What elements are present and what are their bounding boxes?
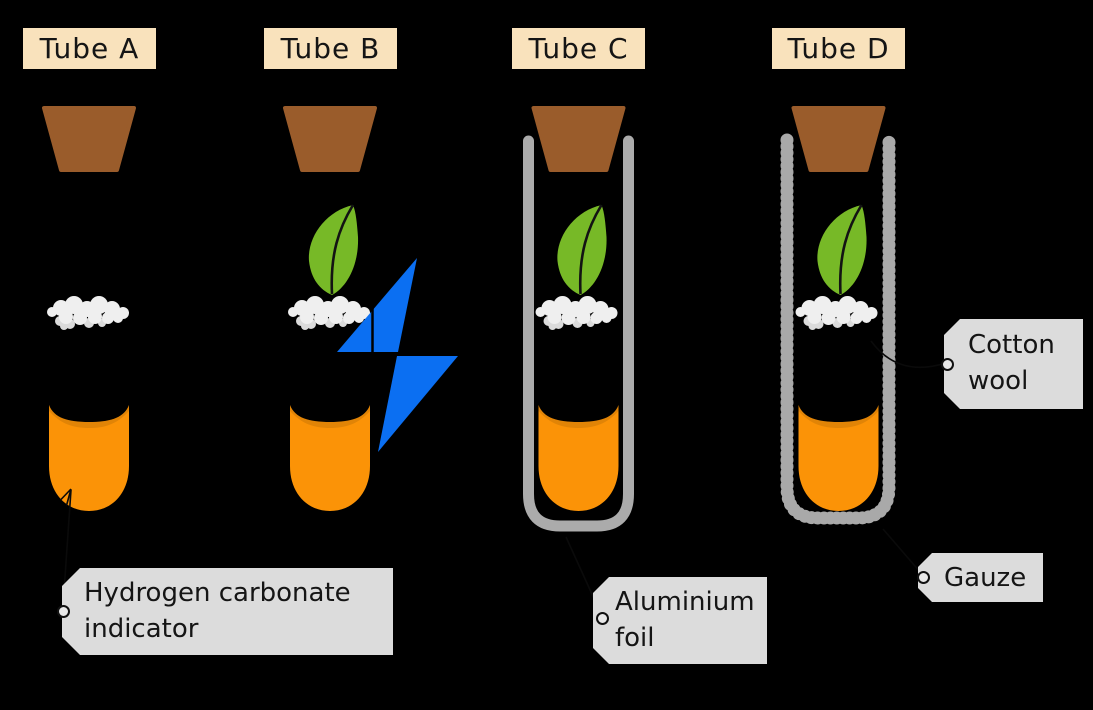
tube-d-label: Tube D xyxy=(772,28,905,69)
tag-text-line: Hydrogen carbonate xyxy=(84,578,351,608)
tag-ring-indicator xyxy=(57,605,70,618)
cotton-wool-tube-c xyxy=(535,296,618,330)
tag-text-line: Gauze xyxy=(944,562,1027,593)
tube-b-label: Tube B xyxy=(264,28,397,69)
tube-c-label: Tube C xyxy=(512,28,645,69)
indicator-arrowhead xyxy=(59,488,72,506)
tag-text-line: foil xyxy=(615,623,655,653)
tag-text-line: wool xyxy=(968,366,1029,396)
leaf-icon-tube-c xyxy=(556,203,608,297)
tube-a-label: Tube A xyxy=(23,28,156,69)
aluminium-foil-tag: Aluminium foil xyxy=(593,577,767,664)
tag-text-line: indicator xyxy=(84,614,199,644)
leaf-icon-tube-b xyxy=(307,203,360,297)
leaf-icon-tube-d xyxy=(816,203,868,297)
tag-ring-cotton-wool xyxy=(941,358,954,371)
cotton-wool-tag: Cotton wool xyxy=(944,319,1083,409)
leader-line-gauze xyxy=(882,528,922,574)
indicator-liquid-tube-d xyxy=(798,405,879,511)
rubber-bung-tube-a xyxy=(42,106,136,172)
leader-line-cotton-wool xyxy=(870,340,947,369)
indicator-liquid-tube-c xyxy=(538,405,619,511)
cotton-wool-tube-d xyxy=(795,296,878,330)
gauze-wrap xyxy=(780,133,896,525)
hydrogen-carbonate-indicator-tag: Hydrogen carbonate indicator xyxy=(62,568,393,655)
tag-ring-aluminium-foil xyxy=(596,612,609,625)
aluminium-foil-wrap xyxy=(523,135,634,532)
gauze-tag: Gauze xyxy=(918,553,1043,602)
cotton-wool-tube-a xyxy=(47,296,129,330)
tag-ring-gauze xyxy=(917,571,930,584)
tag-text-line: Aluminium xyxy=(615,587,755,617)
lightning-bolt-icon xyxy=(337,258,458,452)
rubber-bung-tube-b xyxy=(283,106,377,172)
rubber-bung-tube-c xyxy=(531,106,626,172)
cotton-wool-tube-b xyxy=(288,296,370,330)
rubber-bung-tube-d xyxy=(791,106,886,172)
indicator-liquid-tube-a xyxy=(49,405,129,511)
indicator-liquid-tube-b xyxy=(290,405,370,511)
tag-text-line: Cotton xyxy=(968,330,1055,360)
